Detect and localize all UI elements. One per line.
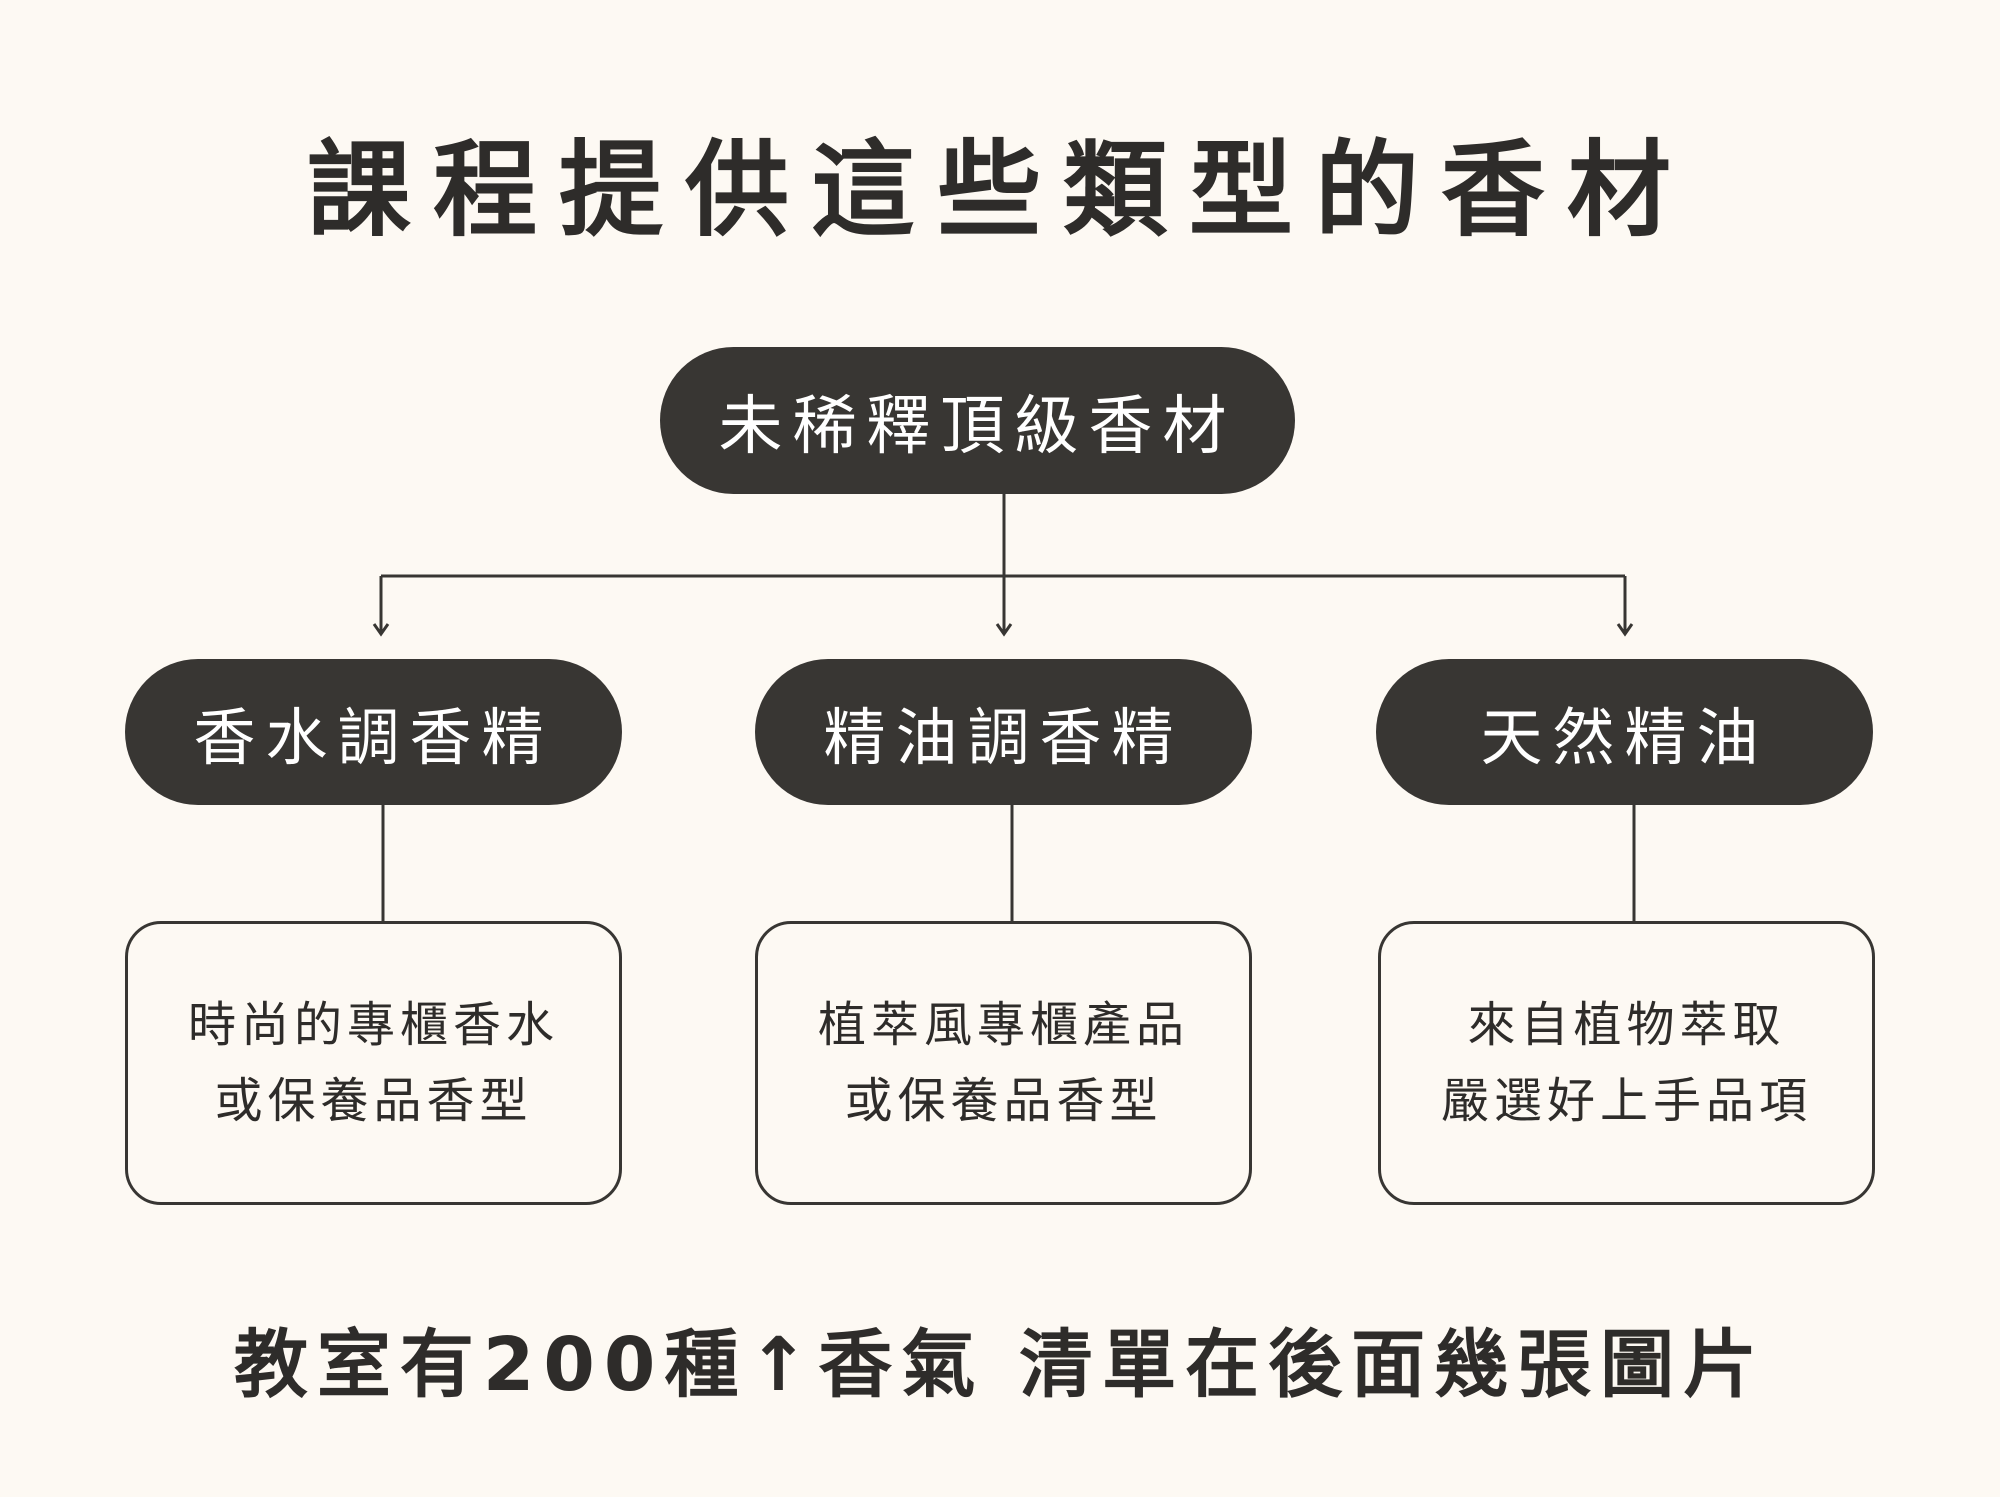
description-box-essential-oil-blend: 植萃風專櫃產品 或保養品香型 [755,921,1252,1205]
category-label: 天然精油 [1480,701,1769,774]
description-line: 或保養品香型 [214,1073,533,1129]
description-line: 植萃風專櫃產品 [817,997,1189,1053]
description-box-perfume: 時尚的專櫃香水 或保養品香型 [125,921,622,1205]
arrow-down-icon [372,623,390,637]
category-node-natural-oil: 天然精油 [1376,659,1873,805]
arrow-down-icon [1616,623,1634,637]
category-node-perfume: 香水調香精 [125,659,622,805]
arrow-down-icon [995,623,1013,637]
description-line: 嚴選好上手品項 [1440,1073,1812,1129]
footer-note: 教室有200種↑香氣 清單在後面幾張圖片 [233,1322,1767,1408]
category-label: 香水調香精 [193,701,554,774]
description-line: 來自植物萃取 [1467,997,1786,1053]
root-node-label: 未稀釋頂級香材 [718,389,1237,464]
description-line: 或保養品香型 [844,1073,1163,1129]
category-node-essential-oil-blend: 精油調香精 [755,659,1252,805]
description-box-natural-oil: 來自植物萃取 嚴選好上手品項 [1378,921,1875,1205]
root-node: 未稀釋頂級香材 [660,347,1295,494]
page-title: 課程提供這些類型的香材 [306,129,1693,251]
category-label: 精油調香精 [823,701,1184,774]
description-line: 時尚的專櫃香水 [187,997,559,1053]
